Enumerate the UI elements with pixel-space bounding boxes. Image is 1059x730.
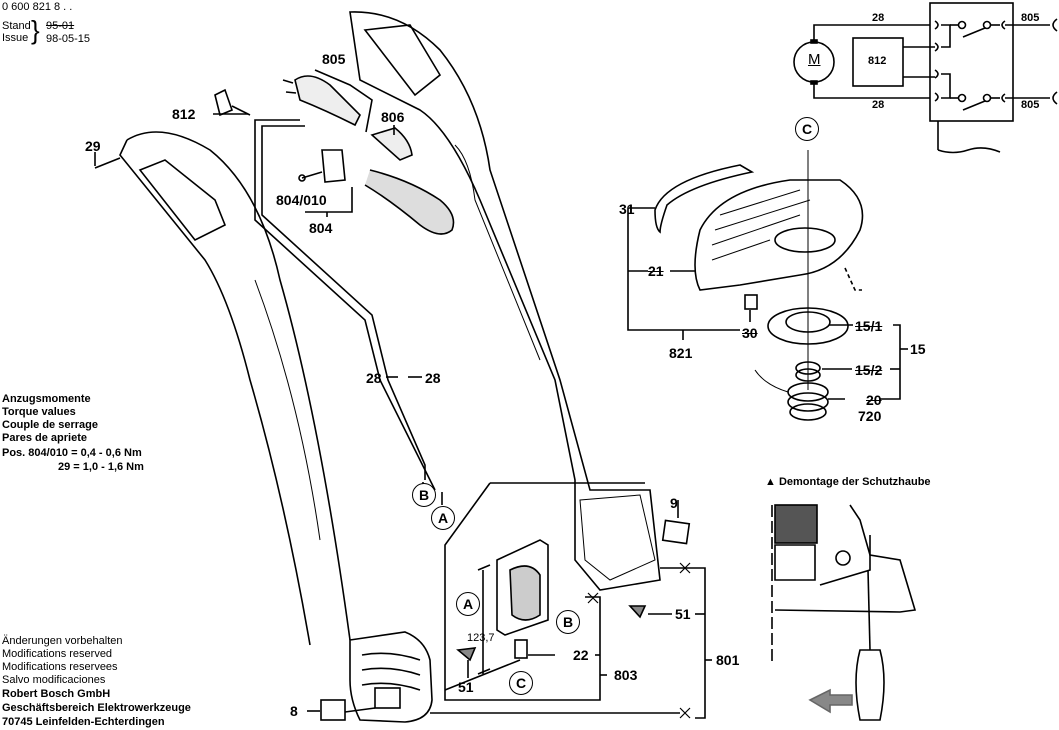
brace: }	[31, 15, 40, 45]
lower-housing	[349, 631, 433, 723]
stand-old-value: 95-01	[46, 20, 75, 32]
trimmer-handle	[119, 131, 351, 646]
company-name: Robert Bosch GmbH	[2, 688, 111, 700]
notice-es: Salvo modificaciones	[2, 674, 106, 686]
module-812-label: 812	[868, 55, 887, 67]
circuit-wire-bottom-label: 28	[872, 99, 885, 111]
part-720[interactable]: 720	[858, 408, 882, 424]
part-22[interactable]: 22	[573, 647, 589, 663]
ref-circle-a-cable: A	[431, 506, 455, 530]
ref-circle-c-motor: C	[509, 671, 533, 695]
cable-28	[254, 119, 436, 491]
company-division: Geschäftsbereich Elektrowerkzeuge	[2, 702, 191, 714]
circuit-plug-bottom-label: 805	[1021, 99, 1040, 111]
protection-guard	[654, 164, 864, 310]
spool-assembly	[754, 150, 849, 421]
part-805[interactable]: 805	[322, 51, 346, 67]
notice-en: Modifications reserved	[2, 648, 113, 660]
ref-circle-a-motor: A	[456, 592, 480, 616]
torque-title-es: Pares de apriete	[2, 432, 87, 444]
notice-de: Änderungen vorbehalten	[2, 635, 123, 647]
part-15[interactable]: 15	[910, 341, 926, 357]
motor-unit	[456, 539, 647, 662]
part-801[interactable]: 801	[716, 652, 740, 668]
part-28-right[interactable]: 28	[425, 370, 441, 386]
demontage-note-text: Demontage der Schutzhaube	[778, 476, 931, 488]
part-803[interactable]: 803	[614, 667, 638, 683]
wiring-schematic	[793, 2, 1058, 154]
part-51-left[interactable]: 51	[458, 679, 474, 695]
part-15-1[interactable]: 15/1	[855, 318, 883, 334]
module-812-box	[852, 37, 904, 87]
demontage-note: ▲ Demontage der Schutzhaube	[765, 476, 931, 489]
part-28-left[interactable]: 28	[366, 370, 382, 386]
stand-label: Stand	[2, 20, 31, 32]
part-9[interactable]: 9	[670, 495, 678, 511]
part-21[interactable]: 21	[648, 263, 664, 279]
part-30[interactable]: 30	[742, 325, 758, 341]
part-31[interactable]: 31	[619, 201, 635, 217]
ref-circle-b-cable: B	[412, 483, 436, 507]
notice-fr: Modifications reservees	[2, 661, 118, 673]
circuit-plug-top-label: 805	[1021, 12, 1040, 24]
torque-title-fr: Couple de serrage	[2, 419, 98, 431]
part-804[interactable]: 804	[309, 220, 333, 236]
part-51-right[interactable]: 51	[675, 606, 691, 622]
demontage-illustration	[771, 504, 917, 721]
motor-label: M	[808, 51, 821, 68]
company-address: 70745 Leinfelden-Echterdingen	[2, 716, 165, 728]
part-804-010[interactable]: 804/010	[276, 192, 327, 208]
torque-spec-804-010: Pos. 804/010 = 0,4 - 0,6 Nm	[2, 447, 142, 459]
torque-title-en: Torque values	[2, 406, 76, 418]
triangle-icon: ▲	[765, 476, 776, 488]
issue-label: Issue	[2, 32, 29, 44]
switch-box	[929, 2, 1014, 122]
ref-circle-b-motor: B	[556, 610, 580, 634]
document-number: 0 600 821 8 . .	[2, 1, 73, 13]
part-29[interactable]: 29	[85, 138, 101, 154]
dimension-123-7: 123,7	[467, 632, 495, 644]
main-housing	[349, 11, 661, 591]
torque-title-de: Anzugsmomente	[2, 393, 91, 405]
ref-circle-c-guard: C	[795, 117, 819, 141]
plug-and-switch	[214, 75, 455, 235]
part-806[interactable]: 806	[381, 109, 405, 125]
circuit-wire-top-label: 28	[872, 12, 885, 24]
part-812[interactable]: 812	[172, 106, 196, 122]
part-15-2[interactable]: 15/2	[855, 362, 883, 378]
leader-lines	[94, 69, 908, 721]
issue-date: 98-05-15	[46, 33, 91, 45]
part-20[interactable]: 20	[866, 392, 882, 408]
part-821[interactable]: 821	[669, 345, 693, 361]
part-8[interactable]: 8	[290, 703, 298, 719]
torque-spec-29: 29 = 1,0 - 1,6 Nm	[58, 461, 144, 473]
